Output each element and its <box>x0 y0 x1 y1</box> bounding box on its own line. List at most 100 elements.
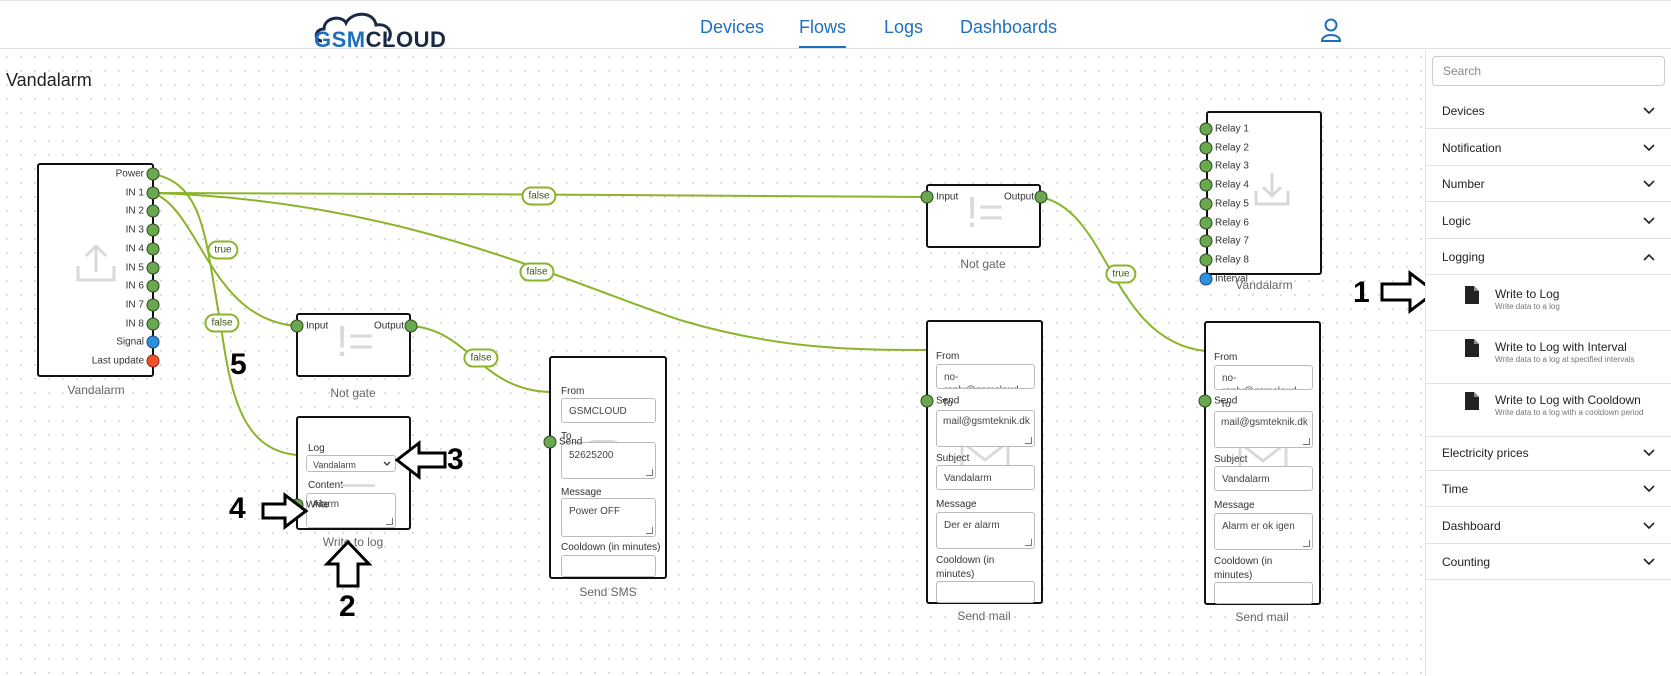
relay-device-port[interactable] <box>1199 159 1213 173</box>
send-input-port[interactable] <box>920 394 934 408</box>
port-label: IN 2 <box>125 205 144 217</box>
message-field[interactable]: Power OFF <box>561 498 656 537</box>
message-field[interactable]: Alarm er ok igen <box>1214 513 1313 550</box>
log-select[interactable]: Vandalarm <box>306 455 396 472</box>
nav-devices[interactable]: Devices <box>700 17 765 37</box>
input-device-node[interactable] <box>37 163 154 377</box>
not-gate-output-port[interactable] <box>1034 190 1048 204</box>
relay-device-port[interactable] <box>1199 197 1213 211</box>
write-to-log-node[interactable]: Log Vandalarm Content Alarm <box>296 416 411 530</box>
wire-label-false[interactable]: false <box>521 186 557 206</box>
relay-device-port[interactable] <box>1199 178 1213 192</box>
send-sms-node[interactable]: SMS From GSMCLOUD To 52625200 Message Po… <box>549 356 667 579</box>
port-label: Relay 7 <box>1215 235 1249 247</box>
wire-label-true[interactable]: true <box>1105 264 1137 284</box>
category-label: Counting <box>1442 555 1491 569</box>
from-field[interactable]: no-reply@gsmcloud <box>936 364 1035 389</box>
input-device-port[interactable] <box>146 223 160 237</box>
send-input-port[interactable] <box>1198 394 1212 408</box>
annotation-number: 5 <box>230 348 247 381</box>
not-gate-caption: Not gate <box>960 257 1006 271</box>
resize-handle[interactable] <box>1025 437 1032 444</box>
input-device-port[interactable] <box>146 204 160 218</box>
annotation-number: 2 <box>339 590 356 623</box>
port-label: IN 5 <box>125 262 144 273</box>
category-dashboard[interactable]: Dashboard <box>1426 507 1671 544</box>
cooldown-field[interactable] <box>1214 582 1313 604</box>
category-electricity-prices[interactable]: Electricity prices <box>1426 434 1671 471</box>
message-value: Der er alarm <box>944 520 1000 531</box>
input-device-port[interactable] <box>146 317 160 331</box>
input-device-port[interactable] <box>146 354 160 368</box>
wire-label-true[interactable]: true <box>207 240 239 260</box>
input-device-port[interactable] <box>146 279 160 293</box>
port-label: Relay 4 <box>1215 179 1249 191</box>
send-mail-node[interactable]: From no-reply@gsmcloud To mail@gsmteknik… <box>1204 321 1321 605</box>
category-counting[interactable]: Counting <box>1426 543 1671 580</box>
input-device-port[interactable] <box>146 261 160 274</box>
relay-device-port[interactable] <box>1199 216 1213 229</box>
resize-handle[interactable] <box>1303 438 1310 445</box>
resize-handle[interactable] <box>386 518 393 525</box>
resize-handle[interactable] <box>1303 540 1310 547</box>
input-device-port[interactable] <box>146 298 160 312</box>
relay-device-port[interactable] <box>1199 253 1213 267</box>
relay-device-port[interactable] <box>1199 122 1213 136</box>
subject-value: Vandalarm <box>1222 474 1270 485</box>
category-logic[interactable]: Logic <box>1426 202 1671 239</box>
subject-field[interactable]: Vandalarm <box>936 465 1035 490</box>
resize-handle[interactable] <box>646 469 653 476</box>
cooldown-field[interactable] <box>936 581 1035 603</box>
category-devices[interactable]: Devices <box>1426 92 1671 129</box>
flow-canvas[interactable]: Vandalarm false true false false false t… <box>0 50 1438 676</box>
message-field[interactable]: Der er alarm <box>936 512 1035 549</box>
nav-logs[interactable]: Logs <box>884 17 924 37</box>
from-field[interactable]: no-reply@gsmcloud <box>1214 365 1313 390</box>
to-field[interactable]: mail@gsmteknik.dk <box>1214 411 1313 448</box>
content-field[interactable]: Alarm <box>306 493 396 528</box>
cooldown-field[interactable] <box>561 555 656 577</box>
nav-dashboards[interactable]: Dashboards <box>960 17 1058 37</box>
category-time[interactable]: Time <box>1426 470 1671 507</box>
not-gate-input-port[interactable] <box>920 190 934 204</box>
input-device-port[interactable] <box>146 186 160 200</box>
not-gate-input-port[interactable] <box>290 319 304 333</box>
relay-device-port[interactable] <box>1199 272 1213 286</box>
send-mail-node[interactable]: From no-reply@gsmcloud To mail@gsmteknik… <box>926 320 1043 604</box>
input-device-port[interactable] <box>146 335 160 349</box>
search-input[interactable] <box>1432 56 1665 86</box>
to-field[interactable]: 52625200 <box>561 442 656 479</box>
annotation-arrow-right-icon <box>261 491 309 531</box>
annotation-arrow-left-icon <box>394 439 447 481</box>
relay-device-port[interactable] <box>1199 141 1213 155</box>
wire-label-false[interactable]: false <box>463 348 499 368</box>
message-label: Message <box>561 487 602 498</box>
resize-handle[interactable] <box>646 527 653 534</box>
wire-label-false[interactable]: false <box>519 262 555 282</box>
send-input-port[interactable] <box>543 435 557 449</box>
resize-handle[interactable] <box>1025 539 1032 546</box>
not-gate-output-port[interactable] <box>404 319 418 333</box>
relay-device-port[interactable] <box>1199 234 1213 248</box>
nav-flows[interactable]: Flows <box>799 17 847 48</box>
to-field[interactable]: mail@gsmteknik.dk <box>936 410 1035 447</box>
to-value: 52625200 <box>569 450 614 461</box>
input-device-port[interactable] <box>146 242 160 256</box>
category-number[interactable]: Number <box>1426 165 1671 202</box>
input-device-port[interactable] <box>146 167 160 181</box>
not-gate-node[interactable]: != <box>296 313 411 377</box>
subject-field[interactable]: Vandalarm <box>1214 466 1313 491</box>
document-icon <box>1465 391 1479 410</box>
gsmcloud-logo[interactable]: GSMCLOUD <box>312 7 446 52</box>
category-logging[interactable]: Logging <box>1426 238 1671 275</box>
not-gate-node[interactable]: != <box>926 184 1041 248</box>
port-label: Power <box>115 168 144 180</box>
from-field[interactable]: GSMCLOUD <box>561 398 656 423</box>
category-notification[interactable]: Notification <box>1426 129 1671 166</box>
user-account-icon[interactable] <box>1320 18 1342 42</box>
relay-device-node[interactable] <box>1206 111 1322 275</box>
wire-label-false[interactable]: false <box>204 313 240 333</box>
